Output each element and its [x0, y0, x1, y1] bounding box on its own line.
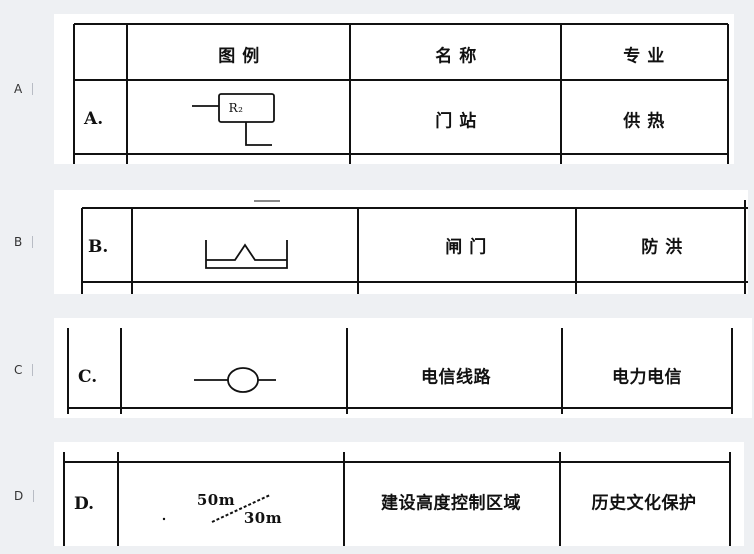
option-a-image: 图 例 名 称 专 业 A. R₂ 门 站 供 热	[54, 14, 734, 164]
option-d[interactable]: D D. 50m 30m 建设高度控制区域 历史文化保护	[0, 442, 754, 550]
option-b[interactable]: B B. 闸 门 防 洪	[0, 190, 754, 294]
option-letter-text: A	[14, 82, 23, 96]
row-discipline: 供 热	[623, 111, 665, 132]
option-b-image: B. 闸 门 防 洪	[54, 190, 748, 294]
row-label: A.	[84, 109, 104, 129]
row-name: 建设高度控制区域	[381, 493, 521, 514]
option-c[interactable]: C C. 电信线路 电力电信	[0, 318, 754, 422]
option-letter-text: D	[14, 489, 24, 503]
option-c-image: C. 电信线路 电力电信	[54, 318, 752, 418]
symbol-label: R₂	[228, 101, 244, 115]
header-name: 名 称	[435, 46, 477, 67]
gate-station-symbol	[192, 93, 275, 146]
row-label: B.	[88, 237, 109, 257]
option-letter-text: C	[14, 363, 23, 377]
row-name: 门 站	[435, 111, 477, 132]
option-a[interactable]: A 图 例 名 称 专 业 A. R₂ 门 站	[0, 14, 754, 164]
row-discipline: 电力电信	[612, 367, 682, 388]
option-letter: C	[0, 318, 40, 422]
option-d-image: D. 50m 30m 建设高度控制区域 历史文化保护	[54, 442, 744, 546]
row-name: 电信线路	[421, 367, 491, 388]
symbol-height-low: 30m	[243, 509, 283, 527]
option-a-table-lines	[73, 23, 729, 164]
option-b-table-lines	[81, 200, 748, 294]
symbol-height-high: 50m	[196, 491, 236, 509]
row-label: C.	[78, 367, 98, 387]
header-legend: 图 例	[218, 46, 260, 67]
divider	[32, 236, 34, 248]
divider	[32, 83, 34, 95]
dot-mark	[162, 517, 166, 521]
option-c-table-lines	[67, 328, 733, 414]
divider	[32, 364, 34, 376]
height-control-dashed-line	[211, 494, 271, 523]
option-letter: A	[0, 14, 40, 164]
option-letter: B	[0, 190, 40, 294]
telecom-line-symbol	[194, 367, 276, 393]
gate-symbol	[205, 240, 288, 269]
row-name: 闸 门	[445, 237, 487, 258]
row-discipline: 防 洪	[641, 237, 683, 258]
header-discipline: 专 业	[623, 46, 665, 67]
option-d-table-lines	[63, 452, 731, 546]
row-label: D.	[74, 494, 95, 514]
option-letter: D	[0, 442, 40, 550]
row-discipline: 历史文化保护	[591, 493, 697, 514]
option-letter-text: B	[14, 235, 23, 249]
divider	[33, 490, 35, 502]
